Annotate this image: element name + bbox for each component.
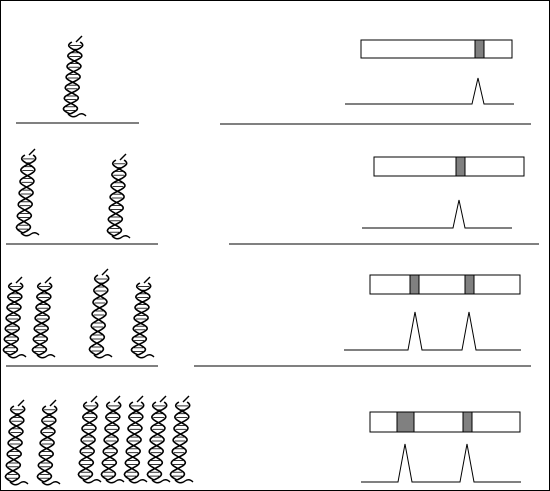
helix-strand bbox=[63, 41, 84, 115]
helix-strand bbox=[169, 401, 190, 481]
dna-helix-icon bbox=[4, 399, 29, 486]
dna-helix-icon bbox=[169, 395, 194, 484]
helix-strand bbox=[31, 282, 52, 356]
helix-tip bbox=[28, 148, 36, 156]
dna-helix-icon bbox=[77, 395, 102, 484]
helix-strand bbox=[62, 41, 83, 115]
gel-lane bbox=[369, 411, 521, 433]
helix-strand bbox=[123, 401, 144, 481]
helix-strand bbox=[2, 282, 23, 356]
helix-tip bbox=[159, 395, 167, 403]
helix-strand bbox=[146, 401, 167, 481]
helix-tail bbox=[151, 479, 171, 484]
helix-strand bbox=[36, 405, 57, 483]
helix-strand bbox=[101, 401, 122, 481]
dna-helix-icon bbox=[88, 268, 113, 359]
helix-tip bbox=[182, 395, 190, 403]
helix-tail bbox=[82, 479, 102, 484]
helix-tip bbox=[49, 399, 57, 407]
helix-tail bbox=[41, 481, 61, 486]
gel-band bbox=[462, 411, 473, 433]
helix-tail bbox=[20, 232, 40, 237]
helix-strand bbox=[3, 282, 24, 356]
helix-tip bbox=[17, 399, 25, 407]
helix-strand bbox=[32, 282, 53, 356]
helix-tail bbox=[128, 479, 148, 484]
helix-tip bbox=[119, 153, 127, 161]
helix-tail bbox=[93, 354, 113, 359]
helix-tip bbox=[75, 35, 83, 43]
dna-helix-icon bbox=[106, 153, 131, 240]
helix-tail bbox=[36, 354, 56, 359]
gel-band bbox=[464, 274, 475, 295]
density-trace bbox=[362, 199, 512, 229]
dna-helix-icon bbox=[146, 395, 171, 484]
density-trace bbox=[344, 311, 521, 351]
helix-tail bbox=[67, 113, 87, 118]
helix-tip bbox=[90, 395, 98, 403]
gel-lane bbox=[360, 39, 513, 59]
helix-strand bbox=[4, 405, 25, 483]
dna-helix-icon bbox=[2, 276, 27, 359]
dna-helix-icon bbox=[123, 395, 148, 484]
helix-strand bbox=[130, 282, 151, 356]
helix-strand bbox=[170, 401, 191, 481]
density-trace bbox=[345, 77, 514, 105]
helix-strand bbox=[5, 405, 26, 483]
helix-tail bbox=[9, 481, 29, 486]
gel-band bbox=[396, 411, 415, 433]
helix-strand bbox=[77, 401, 98, 481]
dna-helix-icon bbox=[130, 276, 155, 359]
gel-lane bbox=[369, 274, 521, 295]
helix-strand bbox=[78, 401, 99, 481]
dna-helix-icon bbox=[31, 276, 56, 359]
dna-helix-icon bbox=[100, 395, 125, 484]
helix-tail bbox=[105, 479, 125, 484]
helix-tip bbox=[143, 276, 151, 284]
helix-tail bbox=[111, 235, 131, 240]
helix-strand bbox=[89, 274, 110, 356]
helix-strand bbox=[37, 405, 58, 483]
dna-helix-icon bbox=[62, 35, 87, 118]
gel-band bbox=[474, 39, 485, 59]
gel-band bbox=[455, 156, 466, 177]
helix-strand bbox=[131, 282, 152, 356]
helix-tip bbox=[113, 395, 121, 403]
helix-strand bbox=[106, 159, 127, 237]
helix-strand bbox=[15, 154, 36, 234]
helix-tail bbox=[174, 479, 194, 484]
helix-tip bbox=[101, 268, 109, 276]
helix-tip bbox=[15, 276, 23, 284]
dna-helix-icon bbox=[15, 148, 40, 237]
helix-strand bbox=[16, 154, 37, 234]
gel-band bbox=[409, 274, 420, 295]
helix-tip bbox=[136, 395, 144, 403]
helix-strand bbox=[88, 274, 109, 356]
helix-strand bbox=[100, 401, 121, 481]
helix-tail bbox=[135, 354, 155, 359]
dna-helix-icon bbox=[36, 399, 61, 486]
helix-strand bbox=[147, 401, 168, 481]
density-trace bbox=[361, 443, 521, 483]
helix-strand bbox=[107, 159, 128, 237]
gel-lane bbox=[373, 156, 525, 177]
helix-strand bbox=[124, 401, 145, 481]
helix-tail bbox=[7, 354, 27, 359]
helix-tip bbox=[44, 276, 52, 284]
